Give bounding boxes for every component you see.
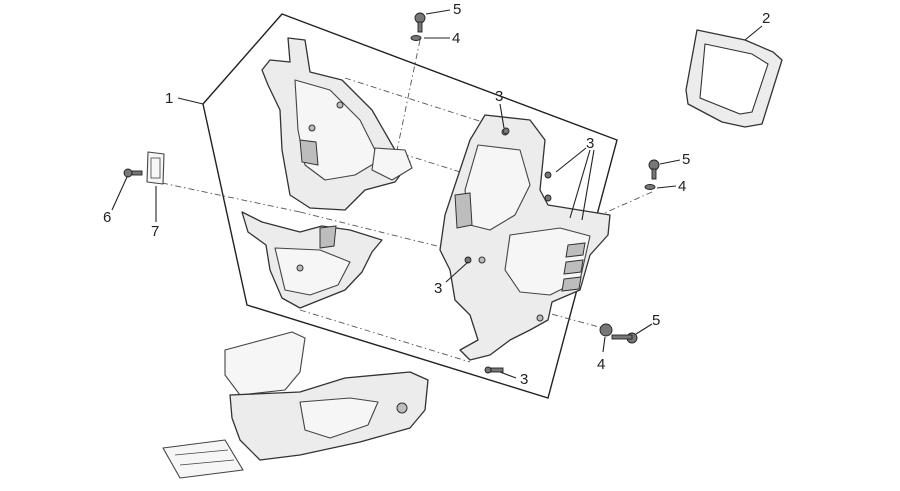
callout-6: 6 xyxy=(103,209,111,226)
callout-4-top: 4 xyxy=(452,30,460,47)
assembly-frame xyxy=(202,13,618,399)
callout-3-bottom: 3 xyxy=(520,371,528,388)
callout-5-top: 5 xyxy=(453,1,461,18)
callout-3-middle: 3 xyxy=(434,280,442,297)
fasteners xyxy=(123,12,660,374)
callout-3-right: 3 xyxy=(586,135,594,152)
lower-cover-parts xyxy=(162,331,429,479)
callout-5-right: 5 xyxy=(682,151,690,168)
gasket-frame-part xyxy=(685,29,783,128)
callout-4-bottom: 4 xyxy=(597,356,605,373)
lower-left-bracket xyxy=(241,211,383,309)
right-main-bracket xyxy=(439,114,611,361)
callout-1: 1 xyxy=(165,90,173,107)
callout-2: 2 xyxy=(762,10,770,27)
callout-4-right: 4 xyxy=(678,178,686,195)
callout-5-bottom: 5 xyxy=(652,312,660,329)
callout-7: 7 xyxy=(151,223,159,240)
callout-3-top: 3 xyxy=(495,88,503,105)
callout-labels: 1 2 3 3 3 3 4 4 4 5 5 5 6 7 xyxy=(103,1,770,388)
upper-left-bracket xyxy=(261,37,413,211)
alignment-lines xyxy=(161,39,653,363)
small-plate-part xyxy=(146,151,165,185)
leader-lines xyxy=(111,9,763,379)
